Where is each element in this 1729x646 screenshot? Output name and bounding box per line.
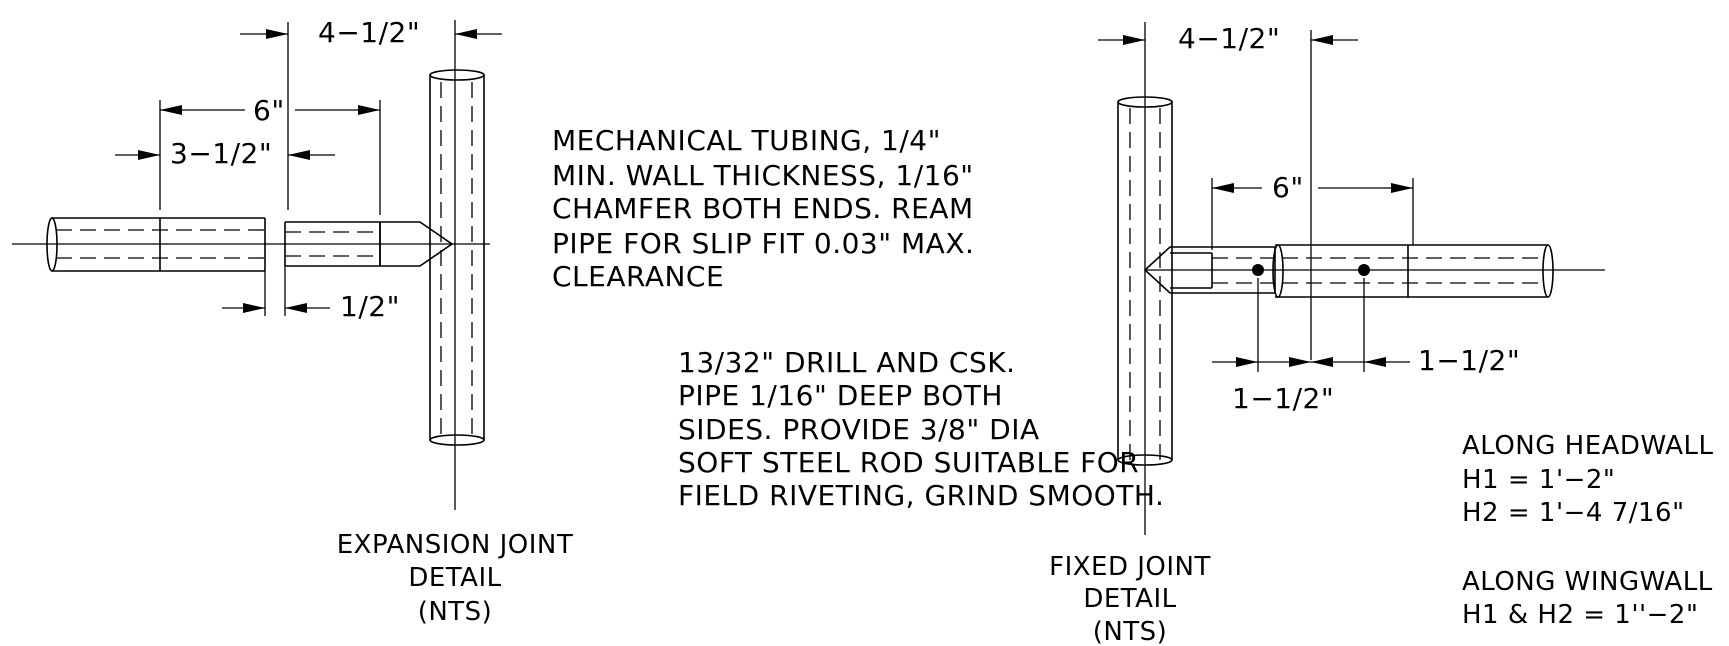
fixed-inner-tube bbox=[1143, 246, 1276, 294]
expansion-title-line3: (NTS) bbox=[418, 597, 493, 627]
fixed-outer-pipe bbox=[1272, 244, 1554, 298]
headwall-note-line-1: ALONG HEADWALL bbox=[1462, 431, 1714, 461]
fixed-joint-title: FIXED JOINT DETAIL (NTS) bbox=[1049, 552, 1211, 646]
tubing-note-line-5: CLEARANCE bbox=[552, 260, 724, 293]
drill-note-line-1: 13/32" DRILL AND CSK. bbox=[678, 346, 1016, 379]
expansion-title-line2: DETAIL bbox=[408, 563, 501, 593]
drill-note: 13/32" DRILL AND CSK. PIPE 1/16" DEEP BO… bbox=[678, 346, 1164, 512]
fixed-joint-detail: 4−1/2" 6" 1−1/2" 1−1/2" bbox=[1049, 22, 1605, 646]
fixed-dim-1-1-2: 1−1/2" 1−1/2" bbox=[1212, 278, 1520, 415]
headwall-note-line-3: H2 = 1'−4 7/16" bbox=[1462, 498, 1685, 528]
drill-note-line-5: FIELD RIVETING, GRIND SMOOTH. bbox=[678, 479, 1164, 512]
expansion-dim-3-1-2-label: 3−1/2" bbox=[170, 137, 272, 170]
drill-note-line-3: SIDES. PROVIDE 3/8" DIA bbox=[678, 413, 1040, 446]
fixed-title-line1: FIXED JOINT bbox=[1049, 552, 1211, 582]
fixed-title-line3: (NTS) bbox=[1093, 617, 1168, 646]
fixed-vertical-pipe bbox=[1117, 22, 1173, 535]
tubing-note-line-3: CHAMFER BOTH ENDS. REAM bbox=[552, 192, 974, 225]
expansion-dim-6-label: 6" bbox=[253, 94, 285, 127]
fixed-dim-6: 6" bbox=[1211, 171, 1414, 250]
expansion-joint-detail: 4−1/2" 6" 3−1/2" 1/2" bbox=[12, 16, 573, 627]
tubing-note-line-2: MIN. WALL THICKNESS, 1/16" bbox=[552, 159, 974, 192]
expansion-inner-tube bbox=[284, 221, 454, 267]
expansion-vertical-pipe bbox=[429, 20, 485, 510]
headwall-note-line-2: H1 = 1'−2" bbox=[1462, 465, 1615, 495]
expansion-title-line1: EXPANSION JOINT bbox=[337, 530, 573, 560]
wingwall-note: ALONG WINGWALL H1 & H2 = 1''−2" bbox=[1462, 567, 1713, 630]
expansion-dim-6: 6" bbox=[159, 94, 381, 215]
fixed-dim-6-label: 6" bbox=[1272, 171, 1304, 204]
expansion-dim-4-1-2-label: 4−1/2" bbox=[318, 16, 420, 49]
expansion-dim-1-2: 1/2" bbox=[222, 266, 400, 323]
rivet-hole-left bbox=[1252, 264, 1264, 276]
expansion-dim-1-2-label: 1/2" bbox=[340, 290, 400, 323]
headwall-note: ALONG HEADWALL H1 = 1'−2" H2 = 1'−4 7/16… bbox=[1462, 431, 1714, 528]
fixed-dim-1-1-2-right-label: 1−1/2" bbox=[1418, 344, 1520, 377]
expansion-dim-4-1-2: 4−1/2" bbox=[240, 16, 502, 210]
wingwall-note-line-2: H1 & H2 = 1''−2" bbox=[1462, 600, 1698, 630]
expansion-joint-title: EXPANSION JOINT DETAIL (NTS) bbox=[337, 530, 573, 627]
drill-note-line-2: PIPE 1/16" DEEP BOTH bbox=[678, 379, 1003, 412]
drill-note-line-4: SOFT STEEL ROD SUITABLE FOR bbox=[678, 446, 1139, 479]
fixed-dim-4-1-2: 4−1/2" bbox=[1098, 22, 1358, 360]
wingwall-note-line-1: ALONG WINGWALL bbox=[1462, 567, 1713, 597]
expansion-dim-3-1-2: 3−1/2" bbox=[115, 137, 335, 170]
fixed-title-line2: DETAIL bbox=[1083, 584, 1176, 614]
tubing-note-line-4: PIPE FOR SLIP FIT 0.03" MAX. bbox=[552, 227, 974, 260]
tubing-note-line-1: MECHANICAL TUBING, 1/4" bbox=[552, 124, 941, 157]
fixed-dim-4-1-2-label: 4−1/2" bbox=[1178, 22, 1280, 55]
tubing-note: MECHANICAL TUBING, 1/4" MIN. WALL THICKN… bbox=[552, 124, 974, 293]
expansion-horizontal-pipe bbox=[46, 217, 266, 272]
rivet-hole-right bbox=[1358, 264, 1370, 276]
fixed-dim-1-1-2-left-label: 1−1/2" bbox=[1232, 382, 1334, 415]
